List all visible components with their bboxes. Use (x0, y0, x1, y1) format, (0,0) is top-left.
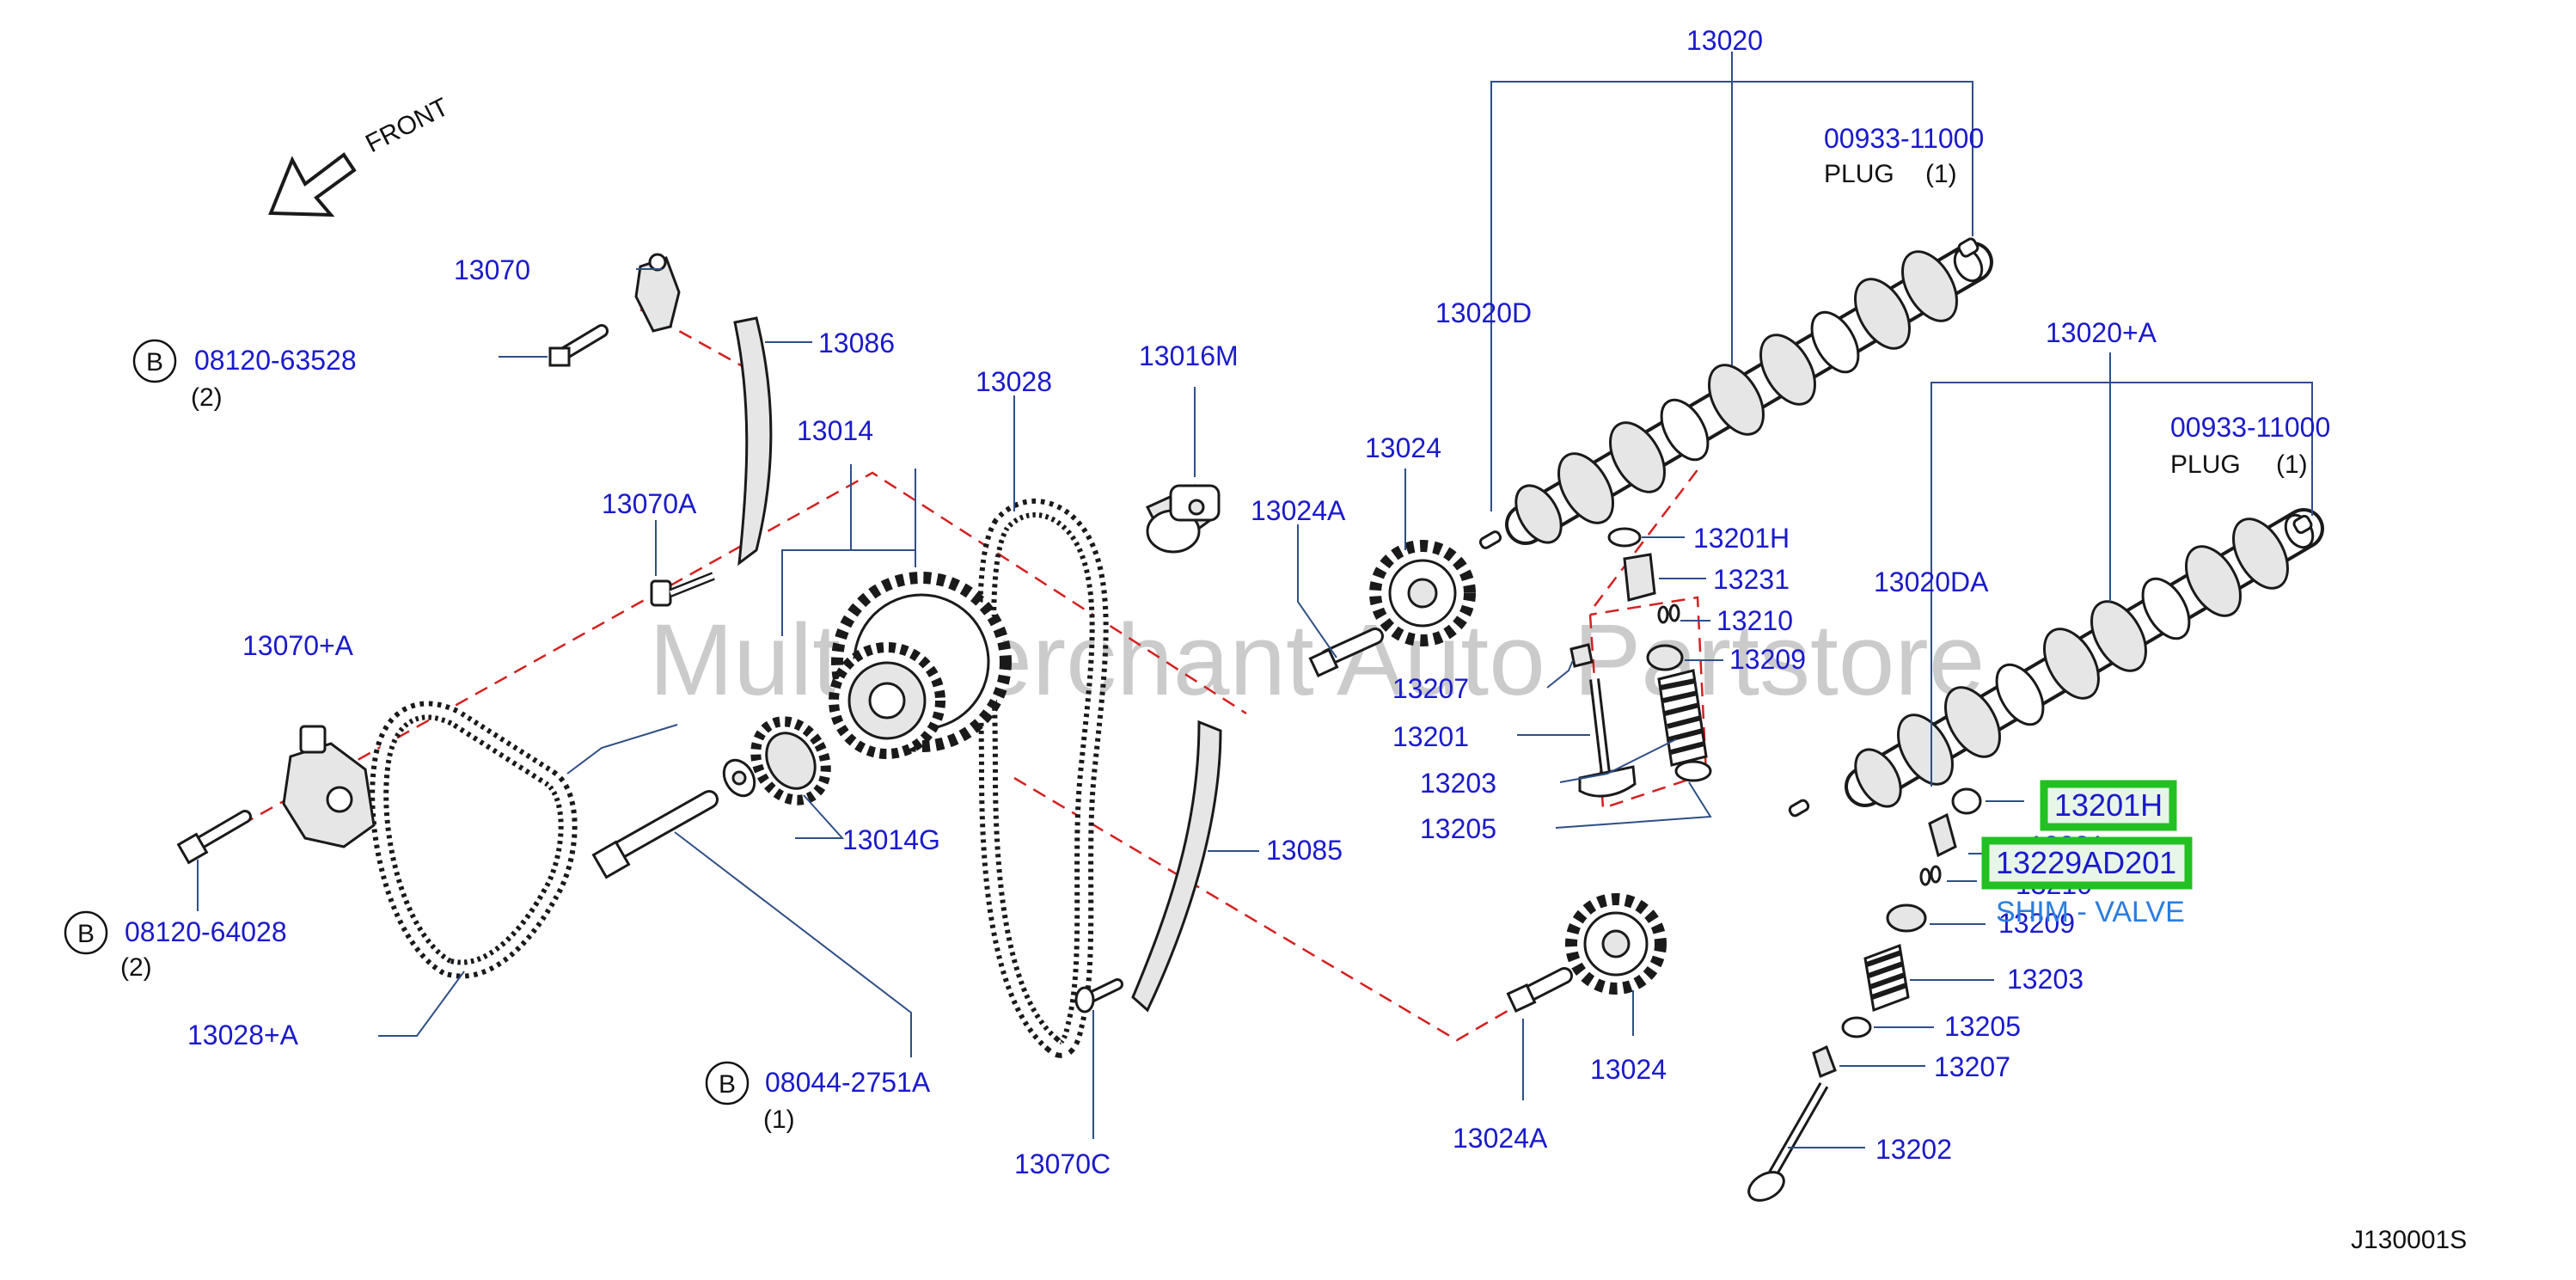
qty-08044-2751A: (1) (763, 1105, 795, 1134)
primary-timing-chain (370, 701, 578, 979)
tensioner-bolt-upper (548, 324, 609, 367)
callout-13209-mid[interactable]: 13209 (1729, 644, 1806, 675)
callout-13201-mid[interactable]: 13201 (1392, 721, 1469, 752)
crank-sprocket (750, 716, 831, 805)
callout-13024A-bottom[interactable]: 13024A (1453, 1123, 1548, 1154)
chain-tensioner-upper (634, 253, 681, 333)
callout-13201H-mid[interactable]: 13201H (1693, 523, 1790, 554)
figure-code: J130001S (2351, 1226, 2467, 1254)
callout-00933-11000-top[interactable]: 00933-11000 (1824, 123, 1984, 154)
callout-13203-right[interactable]: 13203 (2007, 964, 2083, 995)
dowel-upper (1478, 530, 1502, 549)
camshaft-upper (1505, 242, 1993, 545)
callout-13231-mid[interactable]: 13231 (1713, 564, 1790, 595)
qty-08120-63528: (2) (191, 383, 223, 412)
callout-13207-mid[interactable]: 13207 (1392, 673, 1469, 704)
callout-13024-top[interactable]: 13024 (1365, 432, 1441, 463)
guide-bolt (1074, 978, 1123, 1014)
bolt-marker-label: B (77, 920, 95, 948)
guide-pin (650, 572, 715, 607)
callout-13020DA[interactable]: 13020DA (1874, 567, 1989, 597)
plug-qty-top: (1) (1925, 160, 1957, 188)
callout-13014[interactable]: 13014 (797, 415, 873, 446)
bolt-marker-1: B (132, 339, 177, 383)
callout-13016M[interactable]: 13016M (1139, 340, 1239, 371)
callout-13086[interactable]: 13086 (818, 328, 895, 358)
callout-13028[interactable]: 13028 (976, 366, 1052, 397)
plug-qty-right: (1) (2276, 450, 2308, 479)
callout-08120-64028[interactable]: 08120-64028 (125, 916, 287, 947)
callout-13028-A[interactable]: 13028+A (187, 1020, 299, 1050)
callout-13207-right[interactable]: 13207 (1934, 1051, 2010, 1082)
cam-sensor-plate (1145, 484, 1221, 554)
front-label: FRONT (361, 93, 453, 158)
chain-guide-slack (1131, 720, 1222, 1013)
plug-upper (1957, 237, 1979, 258)
callout-13205-right[interactable]: 13205 (1944, 1011, 2021, 1042)
front-arrow-icon (268, 152, 357, 217)
secondary-timing-chain (977, 498, 1109, 1058)
cam-sprocket-upper (1369, 540, 1476, 646)
callout-13210-mid[interactable]: 13210 (1716, 605, 1793, 636)
bolt-marker-label: B (719, 1070, 736, 1099)
valve-assembly-right (1747, 787, 1982, 1202)
valve-assembly-middle (1569, 527, 1712, 798)
callout-08120-63528[interactable]: 08120-63528 (194, 345, 357, 376)
callout-13024A-top[interactable]: 13024A (1251, 495, 1346, 526)
callout-13070-A[interactable]: 13070+A (242, 630, 354, 661)
callout-13024-bottom[interactable]: 13024 (1590, 1054, 1667, 1085)
plug-lower (2292, 514, 2313, 535)
callout-13070C[interactable]: 13070C (1014, 1148, 1111, 1179)
sprocket-bolt (591, 790, 719, 879)
highlight-13201H-label[interactable]: 13201H (2054, 787, 2163, 823)
camshaft-lower (1845, 508, 2324, 808)
callout-13209-right[interactable]: 13209 (1998, 908, 2075, 939)
callout-13202[interactable]: 13202 (1875, 1134, 1952, 1165)
bolt-marker-3: B (705, 1061, 750, 1105)
cam-sprocket-lower (1565, 893, 1667, 995)
callout-08044-2751A[interactable]: 08044-2751A (765, 1067, 931, 1098)
callout-labels[interactable]: 13020 00933-11000 PLUG (1) 13020D 13020+… (120, 25, 2330, 1179)
callout-13070A[interactable]: 13070A (602, 488, 697, 519)
highlight-13229AD201[interactable]: 13229AD201 (1981, 836, 2193, 890)
callout-13070[interactable]: 13070 (454, 254, 530, 285)
bolt-marker-2: B (64, 910, 108, 955)
callout-13020-A[interactable]: 13020+A (2046, 317, 2157, 348)
plug-label-right: PLUG (2170, 450, 2241, 479)
callout-13020[interactable]: 13020 (1686, 25, 1763, 56)
dowel-lower (1788, 799, 1810, 818)
cam-bolt-upper (1308, 628, 1384, 678)
plug-label-top: PLUG (1824, 160, 1894, 188)
callout-13205-mid[interactable]: 13205 (1420, 813, 1496, 844)
chain-tensioner-lower (282, 725, 376, 848)
bolt-marker-label: B (146, 348, 163, 377)
highlight-13229AD201-label[interactable]: 13229AD201 (1996, 845, 2176, 880)
callout-13014G[interactable]: 13014G (842, 824, 940, 855)
callout-13085[interactable]: 13085 (1266, 835, 1343, 866)
idler-sprocket (829, 572, 1012, 759)
highlight-13201H[interactable]: 13201H (2040, 780, 2177, 831)
leader-lines (197, 52, 2313, 1148)
callout-13203-mid[interactable]: 13203 (1420, 768, 1496, 799)
chain-guide-upper (733, 316, 773, 567)
qty-08120-64028: (2) (120, 953, 152, 982)
tensioner-bolt-lower (176, 810, 252, 865)
cam-bolt-lower (1506, 967, 1573, 1014)
highlight-description: SHIM - VALVE (1996, 896, 2185, 928)
callout-13020D[interactable]: 13020D (1435, 297, 1532, 328)
callout-00933-11000-right[interactable]: 00933-11000 (2170, 412, 2330, 443)
